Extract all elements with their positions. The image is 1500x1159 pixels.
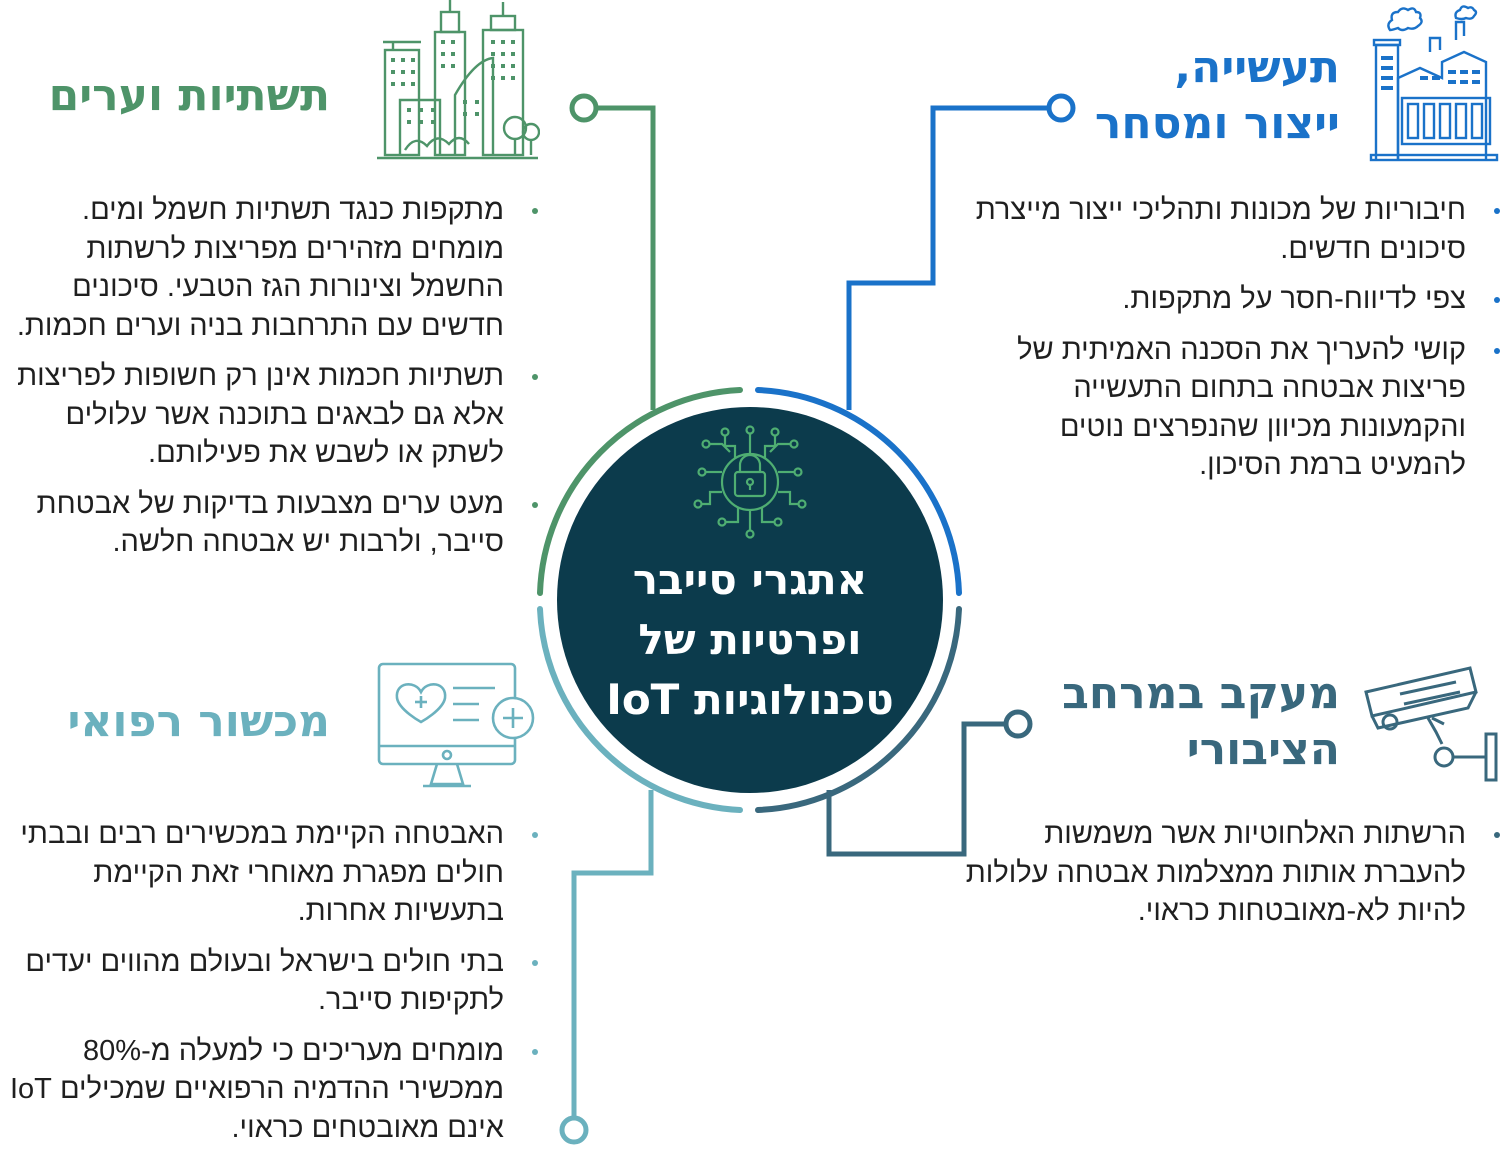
security-camera-icon: [1364, 666, 1498, 782]
list-item: בתי חולים בישראל ובעולם מהווים יעדים לתק…: [0, 943, 538, 1020]
surveillance-bullet-list: הרשתות האלחוטיות אשר משמשות להעברת אותות…: [960, 815, 1500, 943]
ring-segment-medical: [537, 606, 743, 813]
medical-heading: מכשור רפואי: [67, 696, 330, 747]
industry-heading-line: תעשייה,: [1174, 42, 1340, 93]
list-item: קושי להעריך את הסכנה האמיתית של פריצות א…: [960, 331, 1500, 485]
list-item: צפי לדיווח-חסר על מתקפות.: [960, 280, 1500, 319]
bullet-dot: [532, 501, 538, 508]
medical-bullet-list: האבטחה הקיימת במכשירים רבים ובבתי חולים …: [0, 815, 538, 1159]
connector-industry: [846, 105, 1048, 410]
industry-heading-line: ייצור ומסחר: [1094, 98, 1340, 149]
medical-monitor-icon: [377, 662, 535, 788]
bullet-text: הרשתות האלחוטיות אשר משמשות להעברת אותות…: [965, 818, 1466, 927]
connector-end-medical: [559, 1115, 589, 1145]
list-item: מתקפות כנגד תשתיות חשמל ומים. מומחים מזה…: [0, 191, 538, 345]
bullet-dot: [1494, 347, 1500, 354]
bullet-text: חיבוריות של מכונות ותהליכי ייצור מייצרת …: [975, 194, 1466, 265]
center-title-line: טכנולוגיות IoT: [606, 675, 894, 724]
infrastructure-bullet-list: מתקפות כנגד תשתיות חשמל ומים. מומחים מזה…: [0, 191, 538, 574]
ring-segment-industry: [755, 387, 962, 596]
bullet-text: מעט ערים מצבעות בדיקות של אבטחת סייבר, ו…: [36, 487, 504, 559]
list-item: הרשתות האלחוטיות אשר משמשות להעברת אותות…: [960, 815, 1500, 931]
connector-infrastructure: [597, 105, 656, 410]
industry-heading: תעשייה, ייצור ומסחר: [1095, 40, 1340, 152]
bullet-dot: [1494, 832, 1500, 838]
surveillance-heading-line: מעקב במרחב: [1062, 668, 1340, 719]
bullet-dot: [532, 374, 538, 380]
connector-surveillance: [826, 721, 1005, 857]
lock-circuit-icon: [693, 425, 807, 539]
list-item: תשתיות חכמות אינן רק חשופות לפריצות אלא …: [0, 357, 538, 473]
bullet-text: האבטחה הקיימת במכשירים רבים ובבתי חולים …: [20, 818, 504, 927]
bullet-text: מתקפות כנגד תשתיות חשמל ומים. מומחים מזה…: [16, 194, 504, 342]
list-item: מומחים מעריכים כי למעלה מ-80% ממכשירי הה…: [0, 1032, 538, 1148]
connector-medical: [571, 790, 654, 1117]
list-item: חיבוריות של מכונות ותהליכי ייצור מייצרת …: [960, 191, 1500, 268]
industry-bullet-list: חיבוריות של מכונות ותהליכי ייצור מייצרת …: [960, 191, 1500, 497]
connector-end-industry: [1046, 93, 1076, 123]
bullet-dot: [532, 959, 538, 966]
city-buildings-icon: [377, 0, 540, 160]
center-title-line: ופרטיות של: [638, 615, 862, 664]
bullet-text: קושי להעריך את הסכנה האמיתית של פריצות א…: [1017, 333, 1466, 482]
surveillance-heading-line: הציבורי: [1186, 724, 1340, 775]
factory-icon: [1369, 5, 1499, 162]
bullet-text: בתי חולים בישראל ובעולם מהווים יעדים לתק…: [25, 945, 504, 1017]
ring-segment-surveillance: [755, 606, 962, 813]
bullet-text: צפי לדיווח-חסר על מתקפות.: [1122, 283, 1466, 315]
bullet-dot: [532, 208, 538, 214]
infrastructure-heading: תשתיות וערים: [48, 70, 330, 121]
bullet-dot: [1494, 297, 1500, 303]
center-title-line: אתגרי סייבר: [632, 555, 868, 604]
list-item: האבטחה הקיימת במכשירים רבים ובבתי חולים …: [0, 815, 538, 931]
bullet-dot: [1494, 208, 1500, 214]
center-circle: [557, 407, 943, 793]
ring-segment-infrastructure: [537, 387, 743, 596]
bullet-text: תשתיות חכמות אינן רק חשופות לפריצות אלא …: [17, 360, 504, 469]
bullet-text: מומחים מעריכים כי למעלה מ-80% ממכשירי הה…: [10, 1034, 504, 1144]
list-item: מעט ערים מצבעות בדיקות של אבטחת סייבר, ו…: [0, 485, 538, 562]
surveillance-heading: מעקב במרחב הציבורי: [1062, 666, 1340, 778]
center-title: אתגרי סייבר ופרטיות של טכנולוגיות IoT: [575, 550, 925, 730]
connector-end-infrastructure: [569, 93, 599, 123]
connector-end-surveillance: [1003, 709, 1033, 739]
bullet-dot: [532, 832, 538, 838]
bullet-dot: [532, 1048, 538, 1055]
